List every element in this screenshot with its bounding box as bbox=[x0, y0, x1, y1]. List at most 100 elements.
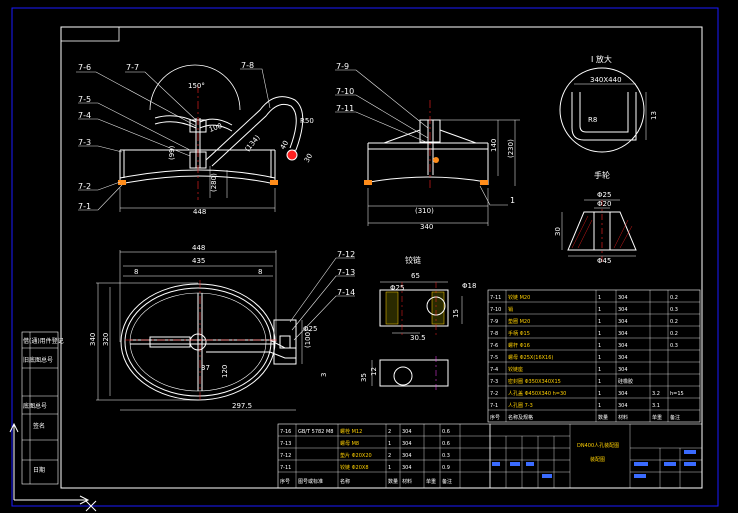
bottom-table-cell-r1-c2: 螺母 M8 bbox=[340, 440, 359, 447]
parts-table-cell-r6-c2: 1 bbox=[598, 367, 601, 373]
handwheel-hatch bbox=[571, 215, 633, 249]
bottom-table-cell-r0-c6: 0.6 bbox=[442, 429, 450, 435]
parts-table-cell-r3-c2: 1 bbox=[598, 331, 601, 337]
top-dim-100: (100) bbox=[304, 329, 312, 348]
parts-table-cell-r6-c0: 7-4 bbox=[490, 367, 498, 373]
label-7-14: 7-14 bbox=[337, 288, 355, 297]
parts-table-cell-r1-c2: 1 bbox=[598, 307, 601, 313]
top-dim-435: 435 bbox=[192, 257, 205, 265]
parts-table-cell-r6-c3: 304 bbox=[618, 367, 628, 373]
parts-table-cell-r1-c0: 7-10 bbox=[490, 307, 501, 313]
parts-table-cell-r3-c1: 手柄 Φ15 bbox=[508, 330, 530, 337]
parts-table-header-2: 数量 bbox=[598, 414, 608, 421]
label-7-10: 7-10 bbox=[336, 87, 354, 96]
bottom-table-header-0: 序号 bbox=[280, 478, 290, 485]
ucs-icon bbox=[9, 422, 97, 512]
parts-table-cell-r8-c4: 3.2 bbox=[652, 391, 660, 397]
top-dim-37: 37 bbox=[201, 364, 210, 372]
parts-table-cell-r5-c0: 7-5 bbox=[490, 355, 498, 361]
block-d18: Φ18 bbox=[462, 282, 476, 290]
parts-table-cell-r1-c3: 304 bbox=[618, 307, 628, 313]
side-leaders bbox=[335, 69, 508, 206]
top-dim-340: 340 bbox=[89, 333, 97, 346]
detail-block-texts: 铰链 65 Φ25 Φ18 30.5 15 35 12 bbox=[360, 255, 476, 382]
parts-table-cell-r8-c3: 304 bbox=[618, 391, 628, 397]
parts-table-header-4: 单重 bbox=[652, 414, 662, 421]
label-7-4: 7-4 bbox=[78, 111, 91, 120]
parts-table-cell-r9-c1: 人孔圈 7-3 bbox=[508, 402, 533, 409]
parts-table-cell-r2-c0: 7-9 bbox=[490, 319, 498, 325]
top-part-labels: 7-12 7-13 7-14 bbox=[337, 250, 355, 297]
bottom-table-cell-r3-c3: 1 bbox=[388, 465, 391, 471]
parts-table-cell-r0-c0: 7-11 bbox=[490, 295, 501, 301]
bottom-table-cell-r3-c0: 7-11 bbox=[280, 465, 291, 471]
bottom-table-cell-r3-c6: 0.9 bbox=[442, 465, 450, 471]
front-dim-30: 30 bbox=[303, 152, 314, 164]
parts-table-cell-r1-c1: 销 bbox=[508, 306, 513, 313]
bottom-table-cell-r0-c4: 304 bbox=[402, 429, 412, 435]
bottom-table-cell-r1-c4: 304 bbox=[402, 441, 412, 447]
front-dim-280: (280) bbox=[210, 173, 218, 192]
parts-table-cell-r7-c0: 7-3 bbox=[490, 379, 498, 385]
label-7-11: 7-11 bbox=[336, 104, 354, 113]
bottom-table-cell-r2-c0: 7-12 bbox=[280, 453, 291, 459]
parts-table-cell-r4-c3: 304 bbox=[618, 343, 628, 349]
stamp-label-2: 底图总号 bbox=[23, 402, 47, 410]
bottom-table-header-3: 数量 bbox=[388, 478, 398, 485]
parts-table-cell-r2-c5: 0.2 bbox=[670, 319, 678, 325]
front-view bbox=[118, 64, 304, 212]
label-7-1: 7-1 bbox=[78, 202, 91, 211]
parts-table-cell-r9-c0: 7-1 bbox=[490, 403, 498, 409]
label-7-12: 7-12 bbox=[337, 250, 355, 259]
handwheel-d20: Φ20 bbox=[597, 200, 611, 208]
parts-table-cell-r8-c0: 7-2 bbox=[490, 391, 498, 397]
parts-table-cell-r3-c5: 0.2 bbox=[670, 331, 678, 337]
bottom-table-cell-r0-c3: 2 bbox=[388, 429, 391, 435]
parts-table-cell-r8-c2: 1 bbox=[598, 391, 601, 397]
bottom-table-cell-r0-c1: GB/T 5782 M8 bbox=[298, 429, 333, 435]
top-dim-320: 320 bbox=[102, 333, 110, 346]
front-dim-angle: 150° bbox=[188, 82, 205, 90]
side-view bbox=[364, 100, 520, 226]
parts-table-cell-r4-c2: 1 bbox=[598, 343, 601, 349]
side-part-labels: 7-9 7-10 7-11 1 bbox=[336, 62, 515, 205]
label-7-6: 7-6 bbox=[78, 63, 91, 72]
parts-table-header-3: 材料 bbox=[618, 414, 628, 421]
bottom-table-cell-r0-c0: 7-16 bbox=[280, 429, 291, 435]
detail-handwheel-view bbox=[561, 199, 637, 262]
label-7-8: 7-8 bbox=[241, 61, 254, 70]
detail-i-r: R8 bbox=[588, 116, 597, 124]
block-w65: 65 bbox=[411, 272, 420, 280]
block-r: 30.5 bbox=[410, 334, 426, 342]
parts-table-cell-r5-c1: 螺母 Φ25X(16X16) bbox=[508, 354, 553, 361]
parts-table-cell-r5-c2: 1 bbox=[598, 355, 601, 361]
label-7-2: 7-2 bbox=[78, 182, 91, 191]
parts-table-cell-r5-c3: 304 bbox=[618, 355, 628, 361]
bottom-table-header-4: 材料 bbox=[402, 478, 412, 485]
detail-i-title: I 放大 bbox=[591, 54, 612, 64]
bottom-table-cell-r1-c0: 7-13 bbox=[280, 441, 291, 447]
parts-table-cell-r8-c1: 人孔盖 Φ450X340 h=30 bbox=[508, 390, 566, 397]
stamp-label-0: 借(通)用件登记 bbox=[23, 337, 64, 345]
top-dim-297: 297.5 bbox=[232, 402, 252, 410]
parts-table-header-5: 备注 bbox=[670, 414, 680, 421]
label-7-9: 7-9 bbox=[336, 62, 349, 71]
title-block-subtitle: 装配图 bbox=[590, 456, 605, 463]
bottom-table-cell-r2-c4: 304 bbox=[402, 453, 412, 459]
stamp-label-3: 签名 bbox=[33, 422, 45, 430]
bottom-table-cell-r2-c6: 0.3 bbox=[442, 453, 450, 459]
block-d25: Φ25 bbox=[390, 284, 404, 292]
handwheel-d25: Φ25 bbox=[597, 191, 611, 199]
parts-table-cell-r4-c1: 螺杆 Φ16 bbox=[508, 342, 530, 349]
block-title: 铰链 bbox=[405, 255, 421, 265]
front-dim-r50: R50 bbox=[300, 117, 314, 125]
title-block-title: DN400人孔装配图 bbox=[577, 442, 619, 449]
block-h12: 12 bbox=[370, 367, 378, 376]
front-weld-left bbox=[118, 180, 126, 185]
front-dim-width: 448 bbox=[193, 208, 206, 216]
parts-table-cell-r4-c0: 7-6 bbox=[490, 343, 498, 349]
detail-i-view bbox=[559, 67, 647, 153]
parts-table-cell-r7-c3: 硅橡胶 bbox=[618, 378, 633, 385]
